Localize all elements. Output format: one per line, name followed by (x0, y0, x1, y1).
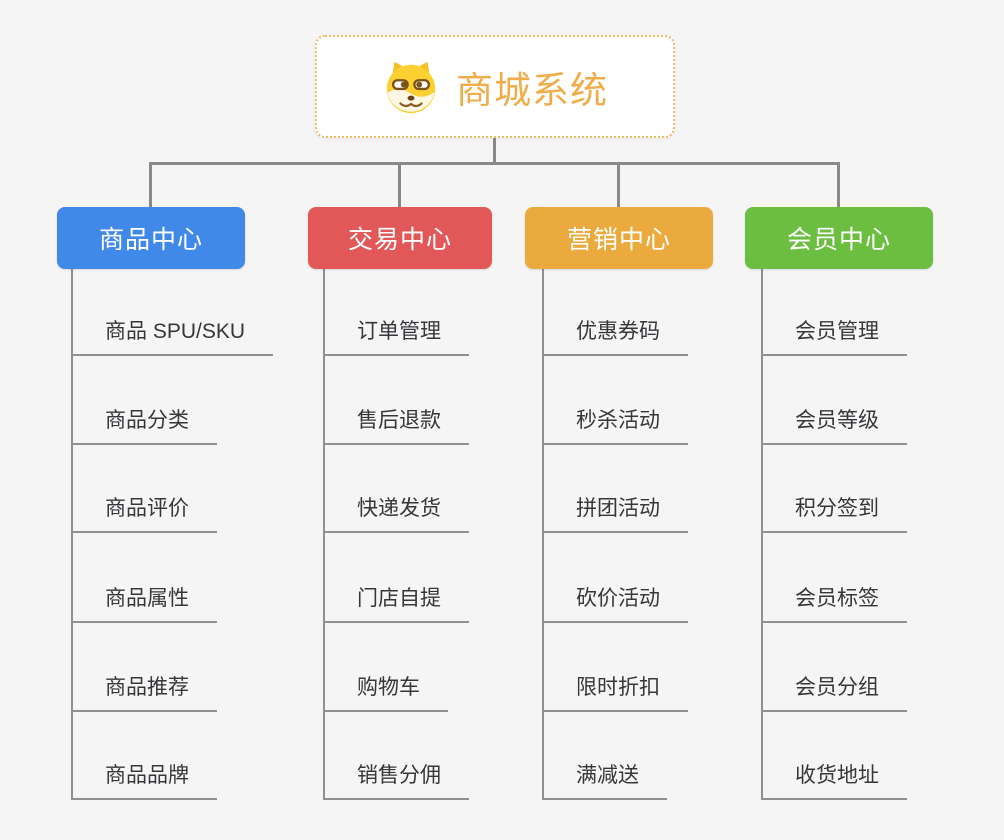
leaf-node[interactable]: 收货地址 (761, 760, 907, 800)
branch-node-member[interactable]: 会员中心 (745, 207, 933, 269)
branch-label: 商品中心 (98, 226, 203, 254)
connector-drop-member (837, 162, 840, 210)
leaf-node[interactable]: 积分签到 (761, 493, 907, 533)
leaf-node[interactable]: 门店自提 (323, 583, 469, 623)
root-node[interactable]: 商城系统 (315, 35, 675, 138)
branch-node-marketing[interactable]: 营销中心 (525, 207, 713, 269)
branch-node-product[interactable]: 商品中心 (57, 207, 245, 269)
connector-trunk-product (71, 268, 73, 800)
connector-drop-marketing (617, 162, 620, 210)
branch-label: 会员中心 (786, 226, 891, 254)
leaf-node[interactable]: 商品品牌 (71, 760, 217, 800)
leaf-node[interactable]: 限时折扣 (542, 672, 688, 712)
leaf-node[interactable]: 满减送 (542, 760, 667, 800)
leaf-node[interactable]: 商品分类 (71, 405, 217, 445)
leaf-node[interactable]: 订单管理 (323, 316, 469, 356)
connector-trunk-marketing (542, 268, 544, 800)
leaf-node[interactable]: 售后退款 (323, 405, 469, 445)
doge-icon (382, 58, 440, 116)
connector-drop-trade (398, 162, 401, 210)
leaf-node[interactable]: 商品属性 (71, 583, 217, 623)
leaf-node[interactable]: 商品 SPU/SKU (71, 316, 274, 356)
connector-bus (150, 162, 840, 165)
connector-drop-product (149, 162, 152, 210)
leaf-node[interactable]: 优惠券码 (542, 316, 688, 356)
leaf-node[interactable]: 会员分组 (761, 672, 907, 712)
leaf-node[interactable]: 销售分佣 (323, 760, 469, 800)
leaf-node[interactable]: 快递发货 (323, 493, 469, 533)
leaf-node[interactable]: 商品评价 (71, 493, 217, 533)
leaf-node[interactable]: 秒杀活动 (542, 405, 688, 445)
leaf-node[interactable]: 会员标签 (761, 583, 907, 623)
leaf-node[interactable]: 会员管理 (761, 316, 907, 356)
branch-label: 交易中心 (347, 226, 452, 254)
branch-node-trade[interactable]: 交易中心 (308, 207, 492, 269)
leaf-node[interactable]: 商品推荐 (71, 672, 217, 712)
leaf-node[interactable]: 会员等级 (761, 405, 907, 445)
branch-label: 营销中心 (566, 226, 671, 254)
leaf-node[interactable]: 拼团活动 (542, 493, 688, 533)
connector-root-stem (493, 138, 496, 165)
leaf-node[interactable]: 购物车 (323, 672, 448, 712)
connector-trunk-member (761, 268, 763, 800)
root-title: 商城系统 (456, 69, 608, 111)
leaf-node[interactable]: 砍价活动 (542, 583, 688, 623)
connector-trunk-trade (323, 268, 325, 800)
